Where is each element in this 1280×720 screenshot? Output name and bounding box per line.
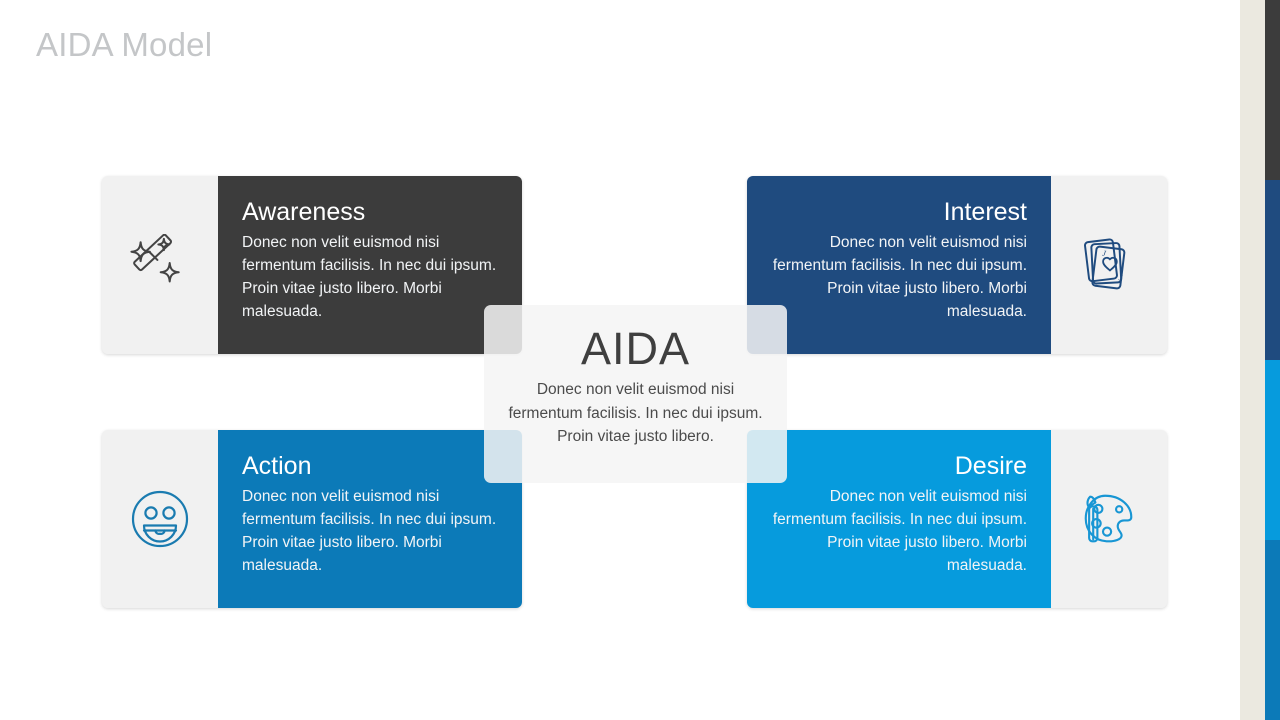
smiley-face-icon bbox=[128, 487, 192, 551]
card-interest-title: Interest bbox=[943, 198, 1027, 226]
card-desire-body: Desire Donec non velit euismod nisi ferm… bbox=[747, 430, 1051, 608]
swatch-navy bbox=[1265, 180, 1280, 360]
card-action-title: Action bbox=[242, 452, 312, 480]
card-action-icon-panel bbox=[102, 430, 218, 608]
swatch-dark bbox=[1265, 0, 1280, 180]
card-action-description: Donec non velit euismod nisi fermentum f… bbox=[242, 487, 497, 574]
card-awareness-title: Awareness bbox=[242, 198, 366, 226]
card-action-body: Action Donec non velit euismod nisi ferm… bbox=[218, 430, 522, 608]
center-aida-box[interactable]: AIDA Donec non velit euismod nisi fermen… bbox=[484, 305, 787, 483]
center-aida-description: Donec non velit euismod nisi fermentum f… bbox=[508, 381, 763, 445]
palette-strip bbox=[1240, 0, 1280, 720]
card-awareness-body: Awareness Donec non velit euismod nisi f… bbox=[218, 176, 522, 354]
card-desire[interactable]: Desire Donec non velit euismod nisi ferm… bbox=[747, 430, 1167, 608]
card-interest[interactable]: J J Interest Donec non velit euismod nis… bbox=[747, 176, 1167, 354]
palette-swatches bbox=[1265, 0, 1280, 720]
card-desire-description: Donec non velit euismod nisi fermentum f… bbox=[772, 487, 1027, 574]
card-desire-title: Desire bbox=[954, 452, 1027, 480]
card-interest-description: Donec non velit euismod nisi fermentum f… bbox=[772, 233, 1027, 320]
card-desire-icon-panel bbox=[1051, 430, 1167, 608]
playing-cards-icon: J J bbox=[1079, 235, 1139, 295]
card-action[interactable]: Action Donec non velit euismod nisi ferm… bbox=[102, 430, 522, 608]
swatch-medium-blue bbox=[1265, 540, 1280, 720]
svg-text:J: J bbox=[1118, 273, 1123, 282]
swatch-light-blue bbox=[1265, 360, 1280, 540]
svg-text:J: J bbox=[1102, 249, 1107, 258]
page-title: AIDA Model bbox=[36, 26, 213, 63]
card-interest-icon-panel: J J bbox=[1051, 176, 1167, 354]
card-awareness[interactable]: Awareness Donec non velit euismod nisi f… bbox=[102, 176, 522, 354]
card-awareness-icon-panel bbox=[102, 176, 218, 354]
magic-wand-icon bbox=[129, 234, 191, 296]
palette-gap bbox=[1240, 0, 1265, 720]
center-aida-title: AIDA bbox=[580, 323, 691, 374]
card-interest-body: Interest Donec non velit euismod nisi fe… bbox=[747, 176, 1051, 354]
paint-palette-icon bbox=[1078, 488, 1140, 550]
card-awareness-description: Donec non velit euismod nisi fermentum f… bbox=[242, 233, 497, 320]
